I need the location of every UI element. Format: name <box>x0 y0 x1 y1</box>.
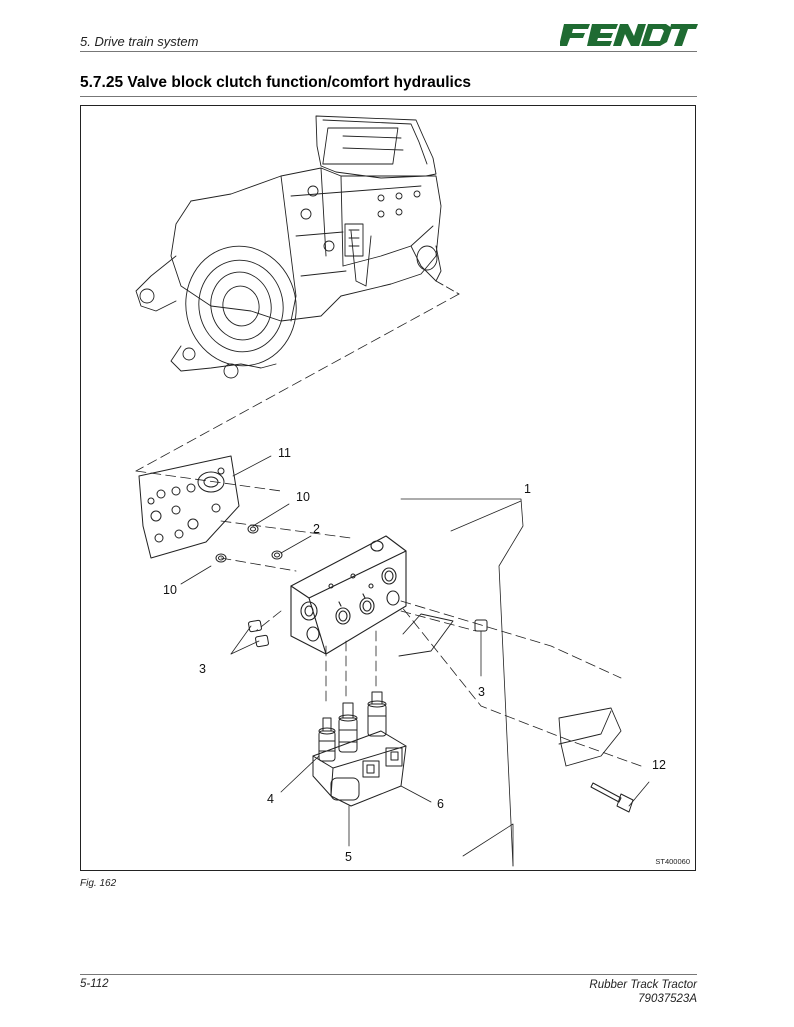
footer-rule <box>80 974 697 975</box>
footer-page-number: 5-112 <box>80 978 109 990</box>
footer-doc-number: 79037523A <box>638 993 697 1005</box>
callout-3-left: 3 <box>199 662 206 676</box>
fendt-logo <box>560 24 698 46</box>
figure-code: ST400060 <box>655 857 690 866</box>
callout-11: 11 <box>278 446 291 460</box>
exploded-view-figure: 11 10 2 1 10 3 3 12 4 6 5 ST400060 <box>80 105 696 871</box>
title-rule <box>80 96 697 97</box>
callout-10-top: 10 <box>296 490 310 504</box>
solenoid-valves <box>312 691 407 807</box>
callout-5: 5 <box>345 850 352 864</box>
callout-10-left: 10 <box>163 583 177 597</box>
footer-product-info: Rubber Track Tractor 79037523A <box>589 978 697 1006</box>
callout-leaders <box>180 455 650 867</box>
callout-4: 4 <box>267 792 274 806</box>
bracket-right <box>398 613 622 767</box>
assembly-guide-lines <box>135 293 642 767</box>
gasket <box>138 455 240 559</box>
callout-12: 12 <box>652 758 666 772</box>
footer-product: Rubber Track Tractor <box>589 979 697 991</box>
callout-2: 2 <box>313 522 320 536</box>
transmission-housing <box>135 115 460 379</box>
section-title: 5.7.25 Valve block clutch function/comfo… <box>80 74 472 91</box>
figure-caption: Fig. 162 <box>80 878 117 889</box>
bolt <box>590 782 634 813</box>
callout-3-right: 3 <box>478 685 485 699</box>
callout-1: 1 <box>524 482 531 496</box>
header-rule <box>80 51 697 52</box>
header-section: 5. Drive train system <box>80 34 199 49</box>
o-rings <box>215 524 283 563</box>
exploded-view-drawing <box>135 115 650 867</box>
valve-block <box>290 535 407 655</box>
callout-6: 6 <box>437 797 444 811</box>
